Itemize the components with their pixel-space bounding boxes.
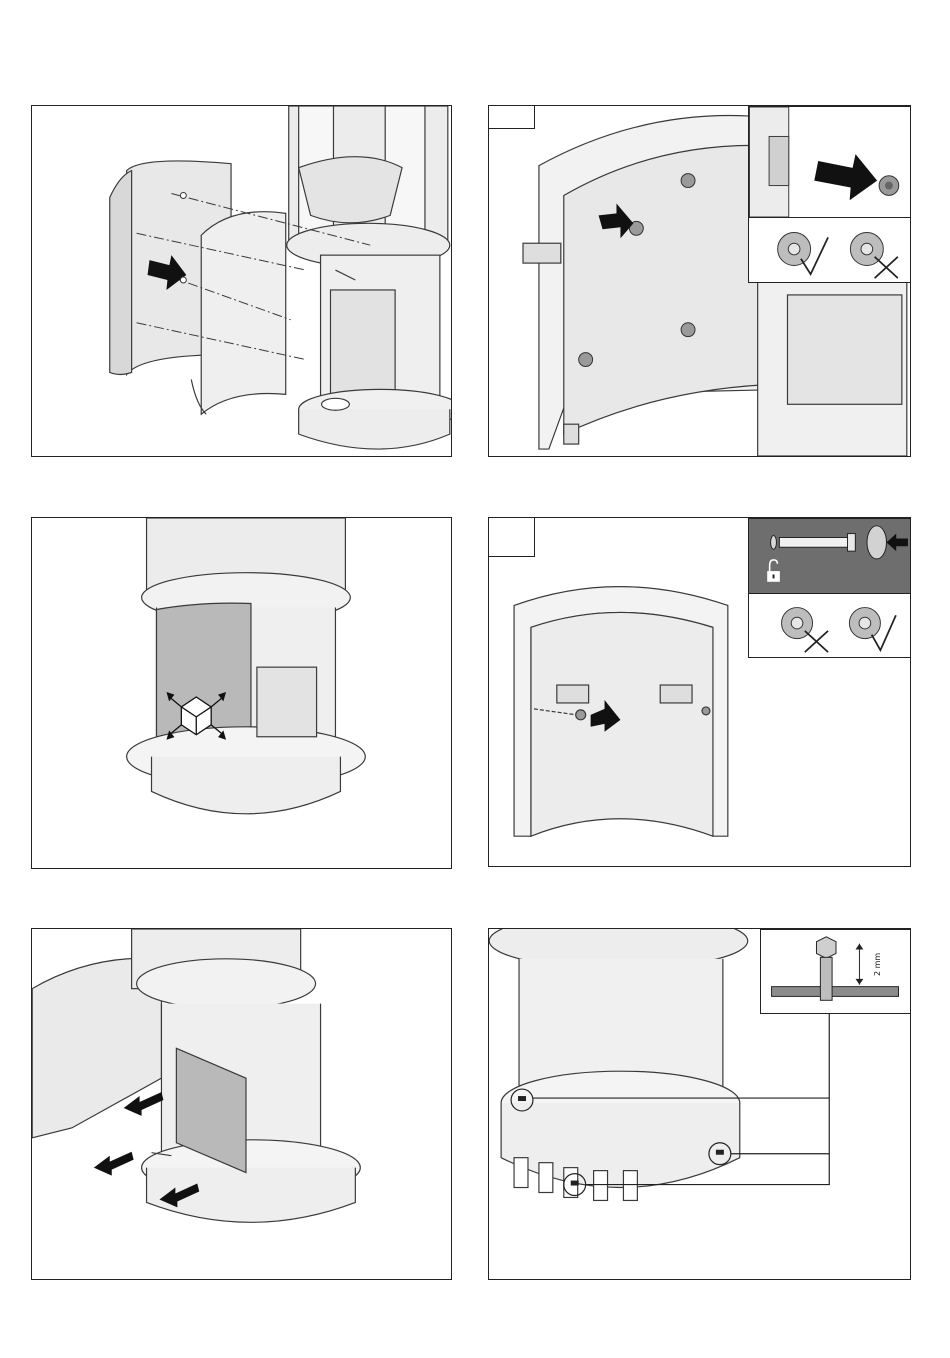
step-6-panel: 2 mm [488, 928, 911, 1280]
step-2-inset-detail [748, 106, 911, 218]
step-2-panel [488, 105, 911, 457]
knurled-nut-icon [576, 710, 586, 720]
step-4-inset-correct-wrong [748, 593, 911, 658]
step-5-illustration [32, 929, 451, 1279]
unlock-icon [768, 560, 780, 581]
step-1-illustration [32, 106, 451, 456]
cross-icon [805, 631, 828, 652]
step-5-panel [31, 928, 452, 1280]
step-3-illustration [32, 518, 451, 868]
step-6-inset-bolt-height: 2 mm [760, 929, 911, 1014]
arrow-icon [814, 154, 877, 200]
stove-body [287, 106, 451, 449]
cross-icon [875, 257, 898, 278]
knurled-nut-icon [681, 174, 695, 188]
step-4-panel [488, 517, 911, 867]
dimension-label: 2 mm [873, 953, 882, 976]
side-panel-icon [110, 161, 286, 414]
step-3-panel [31, 517, 452, 869]
knurled-nut-icon [681, 323, 695, 337]
step-1-panel [31, 105, 452, 457]
step-4-inset-unlock [748, 518, 911, 594]
knurled-nut-icon [579, 353, 593, 367]
arrow-icon [886, 534, 907, 552]
step-2-inset-correct-wrong [748, 217, 911, 283]
